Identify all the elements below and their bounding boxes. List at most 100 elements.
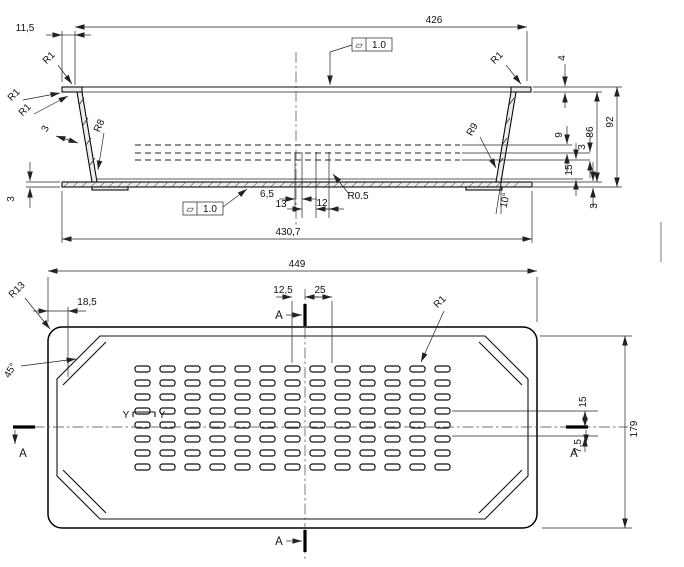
drain-slot <box>359 365 376 373</box>
drain-slot <box>234 463 251 471</box>
drain-slot <box>134 463 151 471</box>
plan-view: 449 A A <box>2 259 640 559</box>
drain-slot <box>434 463 451 471</box>
drain-slot <box>334 449 351 457</box>
drain-slot <box>434 379 451 387</box>
datum-label: Y <box>159 410 166 421</box>
radius-label: R1 <box>432 294 449 311</box>
drain-slot <box>409 365 426 373</box>
radius-label: R8 <box>92 117 108 134</box>
radius-callout-r1-top-left: R1 <box>41 50 73 85</box>
hatch-line <box>369 182 375 187</box>
section-label: A <box>275 310 283 322</box>
radius-callout-r1-top-right: R1 <box>489 50 522 85</box>
drain-slot <box>234 393 251 401</box>
hatch-line <box>243 182 249 187</box>
dim-label: 4 <box>557 55 568 61</box>
drain-slot <box>434 407 451 415</box>
drain-slot <box>384 463 401 471</box>
section-mark-a-left: A <box>12 425 35 460</box>
drain-slot <box>434 421 451 429</box>
hatch-line <box>486 182 492 187</box>
hatch-line <box>108 182 114 187</box>
drain-slot <box>134 449 151 457</box>
drain-slot <box>259 435 276 443</box>
drain-slot <box>284 379 301 387</box>
drain-slot <box>134 379 151 387</box>
drain-slot <box>334 407 351 415</box>
dim-3-bottom-left: 3 <box>6 162 60 208</box>
section-mark-a-top: A <box>275 304 307 326</box>
drain-slot <box>284 421 301 429</box>
left-foot <box>91 186 129 191</box>
hatch-line <box>90 182 96 187</box>
drain-slot <box>134 421 151 429</box>
drain-slot <box>234 435 251 443</box>
drain-slot <box>384 421 401 429</box>
dim-label: 86 <box>585 126 596 138</box>
drain-slot <box>184 365 201 373</box>
drain-slot <box>434 435 451 443</box>
dim-6-5: 6,5 <box>260 189 317 202</box>
drain-slot <box>359 421 376 429</box>
drain-slot <box>309 449 326 457</box>
drain-slot <box>359 463 376 471</box>
drain-slot <box>134 407 151 415</box>
hatch-line <box>117 182 123 187</box>
dim-179: 179 <box>622 336 640 528</box>
drain-slot <box>184 449 201 457</box>
hatch-line <box>351 182 357 187</box>
dim-7-5: 7,5 <box>573 437 588 453</box>
hatch-line <box>189 182 195 187</box>
right-extension-lines <box>462 86 622 188</box>
right-foot <box>465 186 503 191</box>
hatch-line <box>396 182 402 187</box>
hatch-line <box>432 182 438 187</box>
drain-slot <box>334 365 351 373</box>
dim-15-section: 15 <box>564 143 579 196</box>
radius-label: R1 <box>41 50 58 67</box>
drain-slot <box>259 421 276 429</box>
dim-92: 92 <box>605 87 620 187</box>
dim-449: 449 <box>47 259 538 322</box>
radius-label: R1 <box>489 50 506 67</box>
section-view: 426 11,5 R1 R1 R1 R1 <box>6 15 622 243</box>
drain-slot <box>334 379 351 387</box>
dim-25: 25 <box>305 285 333 363</box>
drain-slot <box>209 365 226 373</box>
drain-slot <box>384 365 401 373</box>
flatness-callout-bottom: ▱ 1.0 <box>182 188 248 216</box>
plan-part-geometry <box>47 326 538 529</box>
dim-label: 426 <box>426 15 443 26</box>
hatch-line <box>315 182 321 187</box>
drain-slot <box>384 393 401 401</box>
radius-callout-r13: R13 <box>7 280 51 330</box>
drain-slot <box>209 421 226 429</box>
hatch-line <box>423 182 429 187</box>
dim-label: 13 <box>275 199 287 210</box>
drain-slot <box>259 407 276 415</box>
drain-slot <box>309 365 326 373</box>
drain-slot <box>384 407 401 415</box>
drain-slot <box>309 393 326 401</box>
dim-label: 92 <box>605 116 616 128</box>
drain-slot <box>434 365 451 373</box>
hatch-line <box>450 182 456 187</box>
drain-slot <box>259 463 276 471</box>
section-label: A <box>275 536 283 548</box>
drain-slot <box>384 449 401 457</box>
dim-15-plan: 15 <box>578 396 589 427</box>
drain-slot <box>309 435 326 443</box>
section-mark-a-bottom: A <box>275 530 307 552</box>
dim-label: 6,5 <box>260 189 274 200</box>
dim-label: 11,5 <box>16 23 35 34</box>
drain-slot <box>434 393 451 401</box>
drain-slot <box>184 379 201 387</box>
section-label: A <box>570 448 578 460</box>
left-wall-section <box>76 91 98 183</box>
base-plate-hatch <box>63 182 519 187</box>
drain-slot <box>434 449 451 457</box>
drain-slot <box>234 421 251 429</box>
drain-slot-grid <box>134 365 451 471</box>
dim-label: 15 <box>578 396 589 408</box>
